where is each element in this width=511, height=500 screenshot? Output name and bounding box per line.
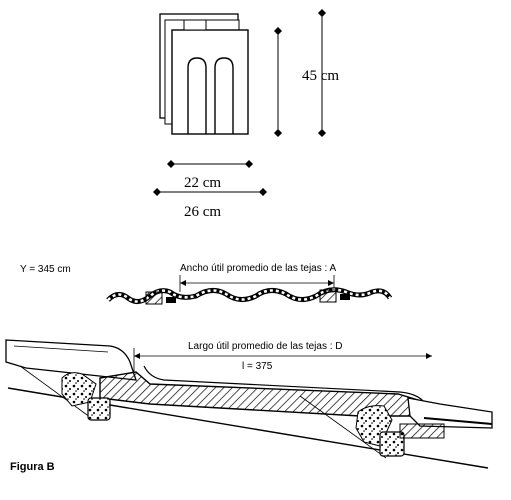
height-dimension [274,9,326,137]
figure-label: Figura B [10,461,55,473]
width-dimensions [153,160,267,196]
tile-elevation [159,13,249,135]
min-width-label: 22 cm [184,175,221,191]
length-value-label: l = 375 [242,361,273,372]
average-length-label: Largo útil promedio de las tejas : D [188,341,343,352]
height-label: 45 cm [302,68,339,84]
average-width-label: Ancho útil promedio de las tejas : A [180,263,337,274]
y-value-label: Y = 345 cm [20,264,71,275]
tile-cross-section [106,287,393,305]
roof-section [5,339,493,469]
max-width-label: 26 cm [184,204,221,220]
length-indicator [133,348,432,372]
width-indicator [179,275,335,292]
